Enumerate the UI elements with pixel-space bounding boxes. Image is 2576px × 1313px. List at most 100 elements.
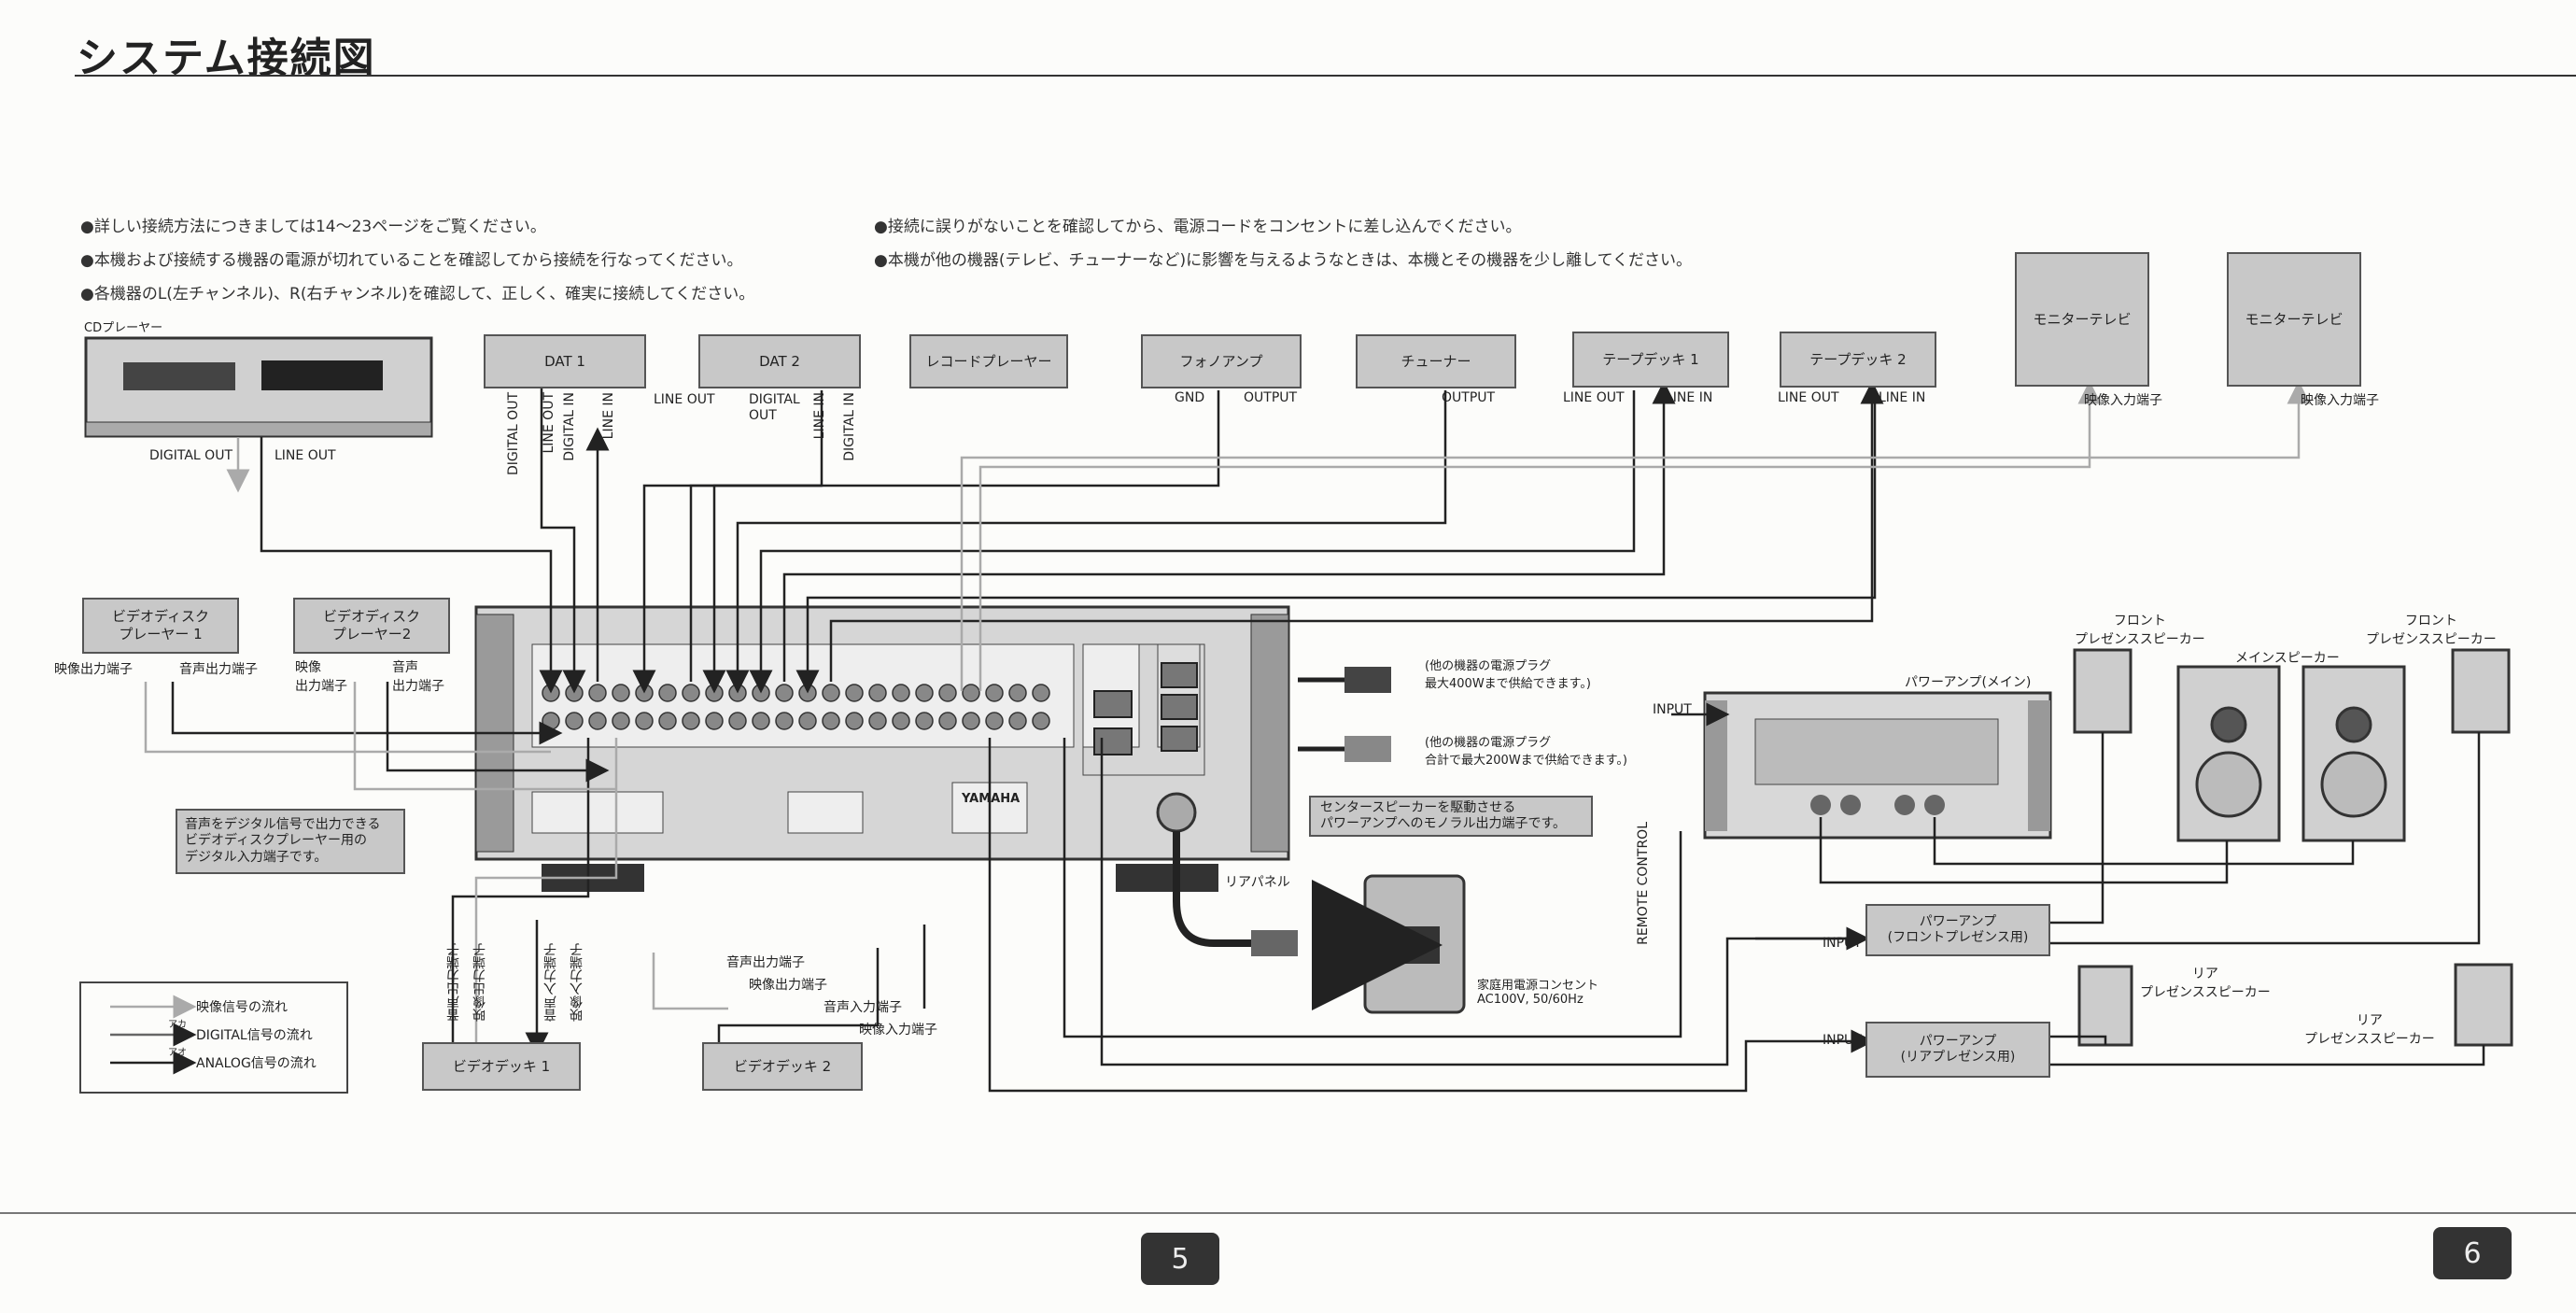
dat1-box: DAT 1 (484, 334, 646, 388)
legend-digital-label: DIGITAL信号の流れ (196, 1028, 313, 1043)
outlet-label: 家庭用電源コンセント AC100V, 50/60Hz (1477, 979, 1599, 1007)
vdeck1-audio-out-label: 音声出力端子 (446, 943, 461, 1022)
analog-cables (171, 380, 2485, 1093)
legend-analog-tag: アオ (168, 1048, 187, 1058)
vdeck2-audio-in-label: 音声入力端子 (823, 1000, 902, 1015)
dat1-line-out-label: LINE OUT (542, 392, 556, 454)
ac-outlets (1093, 662, 1198, 755)
tuner-box: チューナー (1356, 334, 1516, 388)
dat2-line-in-label: LINE IN (812, 392, 827, 440)
vdeck1-label: ビデオデッキ 1 (452, 1057, 551, 1075)
front-presence-r-label: フロント プレゼンススピーカー (2366, 614, 2497, 647)
legend-box (79, 981, 348, 1094)
power-amp-front-input-label: INPUT (1823, 936, 1862, 951)
digital-input-callout: 音声をデジタル信号で出力できる ビデオディスクプレーヤー用の デジタル入力端子で… (176, 809, 405, 874)
center-speaker-callout-text: センタースピーカーを駆動させる パワーアンプへのモノラル出力端子です。 (1320, 799, 1567, 832)
vdeck2-video-in-label: 映像入力端子 (859, 1023, 937, 1038)
vdeck2-box: ビデオデッキ 2 (702, 1042, 863, 1091)
wall-outlet-drawing (1173, 667, 1466, 1014)
power-amp-main-drawing (1703, 691, 2052, 840)
vdisc1-video-out-label: 映像出力端子 (54, 662, 133, 677)
note-left-2: ●本機および接続する機器の電源が切れていることを確認してから接続を行なってくださ… (80, 251, 743, 270)
cd-player-caption: CDプレーヤー (84, 321, 163, 335)
power-amp-rear-input-label: INPUT (1823, 1033, 1862, 1048)
title-rule (75, 75, 2576, 77)
note-left-1: ●詳しい接続方法につきましては14〜23ページをご覧ください。 (80, 218, 546, 236)
power-amp-front-label: パワーアンプ (フロントプレゼンス用) (1887, 913, 2029, 946)
rear-presence-r-label: リア プレゼンススピーカー (2304, 1013, 2435, 1047)
power-amp-rear-label: パワーアンプ (リアプレゼンス用) (1900, 1033, 2016, 1066)
cd-line-out-label: LINE OUT (274, 448, 336, 463)
vdisc2-label: ビデオディスク プレーヤー2 (323, 608, 420, 642)
monitor2-box: モニターテレビ (2227, 252, 2361, 387)
tuner-label: チューナー (1401, 352, 1471, 370)
legend-analog-label: ANALOG信号の流れ (196, 1056, 317, 1071)
rear-presence-l-label: リア プレゼンススピーカー (2140, 967, 2271, 1000)
phono-gnd-label: GND (1175, 390, 1205, 405)
tape2-box: テープデッキ 2 (1780, 332, 1936, 388)
vdeck1-video-in-label: 映像入力端子 (570, 943, 584, 1022)
power-amp-main-input-label: INPUT (1653, 702, 1692, 717)
dat2-box: DAT 2 (698, 334, 861, 388)
phono-amp-box: フォノアンプ (1141, 334, 1302, 388)
center-speaker-callout: センタースピーカーを駆動させる パワーアンプへのモノラル出力端子です。 (1309, 796, 1593, 837)
dat2-digital-in-label: DIGITAL IN (842, 392, 857, 461)
tape2-line-in-label: LINE IN (1879, 390, 1926, 405)
main-speaker-label: メインスピーカー (2235, 651, 2340, 666)
power-amp-rear-box: パワーアンプ (リアプレゼンス用) (1865, 1022, 2050, 1078)
rear-panel-label: リアパネル (1225, 875, 1290, 890)
remote-control-label: REMOTE CONTROL (1636, 822, 1651, 945)
plug2-text: (他の機器の電源プラグ 合計で最大200Wまで供給できます。) (1425, 736, 1627, 768)
monitor2-input-label: 映像入力端子 (2301, 393, 2379, 408)
vdeck1-audio-in-label: 音声入力端子 (543, 943, 558, 1022)
dat1-digital-in-label: DIGITAL IN (562, 392, 577, 461)
vdeck2-video-out-label: 映像出力端子 (749, 978, 827, 993)
dat1-line-in-label: LINE IN (601, 392, 616, 440)
power-amp-front-box: パワーアンプ (フロントプレゼンス用) (1865, 904, 2050, 956)
note-right-1: ●接続に誤りがないことを確認してから、電源コードをコンセントに差し込んでください… (874, 218, 1522, 236)
vdisc2-box: ビデオディスク プレーヤー2 (293, 598, 450, 654)
page-number-left: 5 (1141, 1233, 1219, 1285)
tape2-label: テープデッキ 2 (1809, 350, 1907, 368)
front-presence-l-label: フロント プレゼンススピーカー (2075, 614, 2205, 647)
legend-arrows (110, 995, 197, 1075)
legend-video-label: 映像信号の流れ (196, 1000, 288, 1015)
tape1-line-out-label: LINE OUT (1563, 390, 1625, 405)
page-title: システム接続図 (77, 35, 376, 82)
plug1-text: (他の機器の電源プラグ 最大400Wまで供給できます。) (1425, 659, 1591, 691)
vdeck2-audio-out-label: 音声出力端子 (726, 955, 805, 970)
tape2-line-out-label: LINE OUT (1778, 390, 1839, 405)
vdeck1-video-out-label: 映像出力端子 (472, 943, 487, 1022)
tape1-label: テープデッキ 1 (1602, 350, 1699, 368)
legend-digital-tag: アカ (168, 1020, 187, 1030)
dat1-label: DAT 1 (544, 352, 585, 370)
note-right-2: ●本機が他の機器(テレビ、チューナーなど)に影響を与えるようなときは、本機とその… (874, 251, 1693, 270)
record-player-box: レコードプレーヤー (909, 334, 1068, 388)
record-player-label: レコードプレーヤー (925, 352, 1052, 370)
speakers (2073, 648, 2513, 1047)
footer-rule (0, 1212, 2576, 1214)
monitor1-label: モニターテレビ (2033, 310, 2132, 328)
phono-amp-label: フォノアンプ (1179, 352, 1263, 370)
dat2-digital-out-label: DIGITAL OUT (749, 392, 800, 423)
dat2-line-out-label: LINE OUT (654, 392, 715, 407)
tuner-output-label: OUTPUT (1442, 390, 1496, 405)
note-left-3: ●各機器のL(左チャンネル)、R(右チャンネル)を確認して、正しく、確実に接続し… (80, 285, 755, 304)
video-cables (144, 380, 2311, 1044)
amplifier-rear-panel (474, 605, 1290, 892)
monitor1-box: モニターテレビ (2015, 252, 2149, 387)
dat2-label: DAT 2 (759, 352, 800, 370)
digital-input-callout-text: 音声をデジタル信号で出力できる ビデオディスクプレーヤー用の デジタル入力端子で… (185, 816, 381, 865)
power-amp-main-label: パワーアンプ(メイン) (1905, 675, 2032, 690)
rca-jacks (542, 684, 1050, 730)
vdisc2-audio-out-label: 音声 出力端子 (392, 660, 444, 694)
vdeck2-label: ビデオデッキ 2 (733, 1057, 832, 1075)
phono-output-label: OUTPUT (1244, 390, 1298, 405)
vdisc1-audio-out-label: 音声出力端子 (179, 662, 258, 677)
brand-label: YAMAHA (962, 792, 1021, 806)
vdisc1-box: ビデオディスク プレーヤー 1 (82, 598, 239, 654)
dat1-digital-out-label: DIGITAL OUT (506, 392, 521, 475)
cd-player-drawing (84, 336, 433, 438)
vdeck1-box: ビデオデッキ 1 (422, 1042, 581, 1091)
